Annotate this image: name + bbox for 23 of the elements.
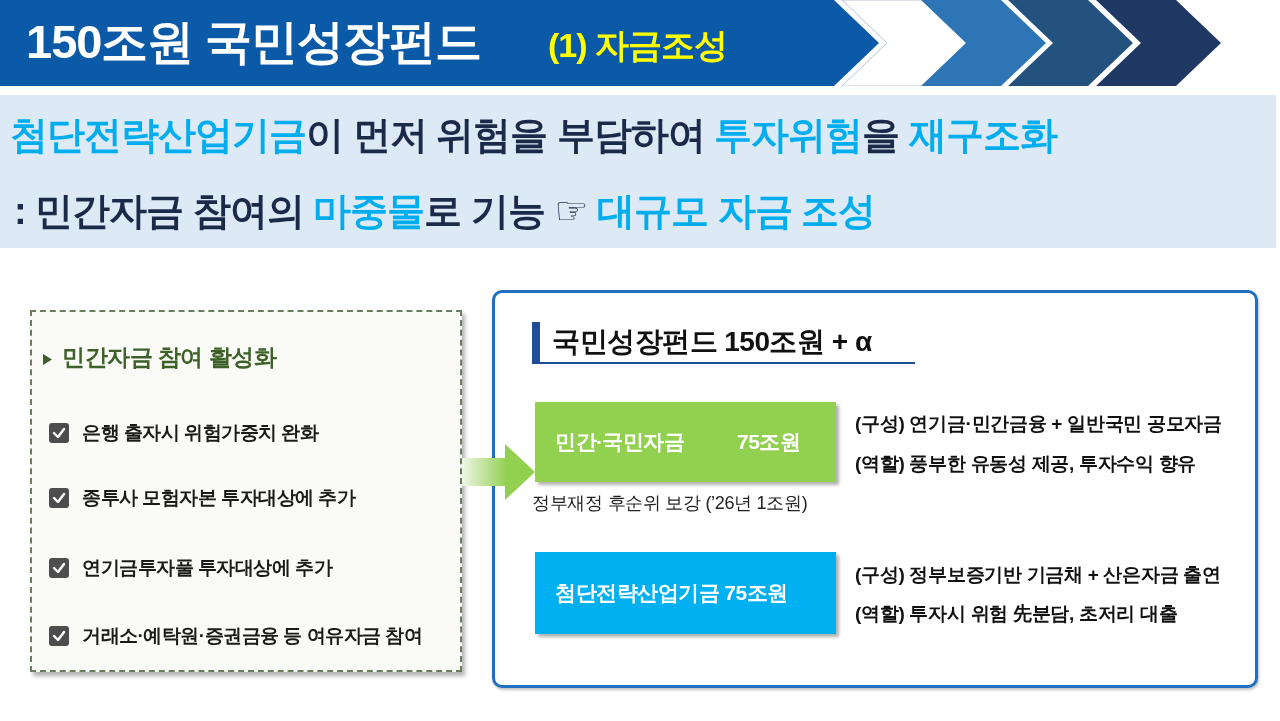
page-title: 150조원 국민성장펀드: [26, 14, 482, 70]
subtitle-text: : 민간자금 참여의 마중물로 기능 ☞ 대규모 자금 조성: [14, 189, 876, 234]
fund-amount: 75조원: [737, 429, 801, 455]
section-label: (1) 자금조성: [548, 25, 727, 66]
checklist-item: 은행 출자시 위험가중치 완화: [82, 421, 319, 445]
checklist-item: 종투사 모험자본 투자대상에 추가: [82, 486, 356, 510]
checklist-item: 거래소·예탁원·증권금융 등 여유자금 참여: [82, 624, 423, 648]
panel-heading: 민간자금 참여 활성화: [62, 343, 277, 372]
panel-heading: 국민성장펀드 150조원 + α: [532, 322, 915, 364]
fund-description: (역할) 투자시 위험 先분담, 초저리 대출: [855, 602, 1178, 626]
fund-description: (역할) 풍부한 유동성 제공, 투자수익 향유: [855, 452, 1197, 476]
fund-description: (구성) 정부보증기반 기금채 + 산은자금 출연: [855, 563, 1221, 587]
arrow: [462, 444, 535, 500]
note-text: 정부재정 후순위 보강 (’26년 1조원): [532, 492, 808, 515]
checklist-panel: [30, 310, 462, 672]
fund-panel: [492, 290, 1258, 688]
fund-box: [535, 402, 836, 482]
fund-name: 첨단전략산업기금 75조원: [555, 580, 788, 606]
fund-name: 민간·국민자금: [555, 429, 685, 455]
fund-box: [535, 552, 836, 634]
fund-description: (구성) 연기금·민간금융 + 일반국민 공모자금: [855, 412, 1222, 436]
subtitle-text: 첨단전략산업기금이 먼저 위험을 부담하여 투자위험을 재구조화: [10, 113, 1057, 158]
checklist-item: 연기금투자풀 투자대상에 추가: [82, 556, 333, 580]
